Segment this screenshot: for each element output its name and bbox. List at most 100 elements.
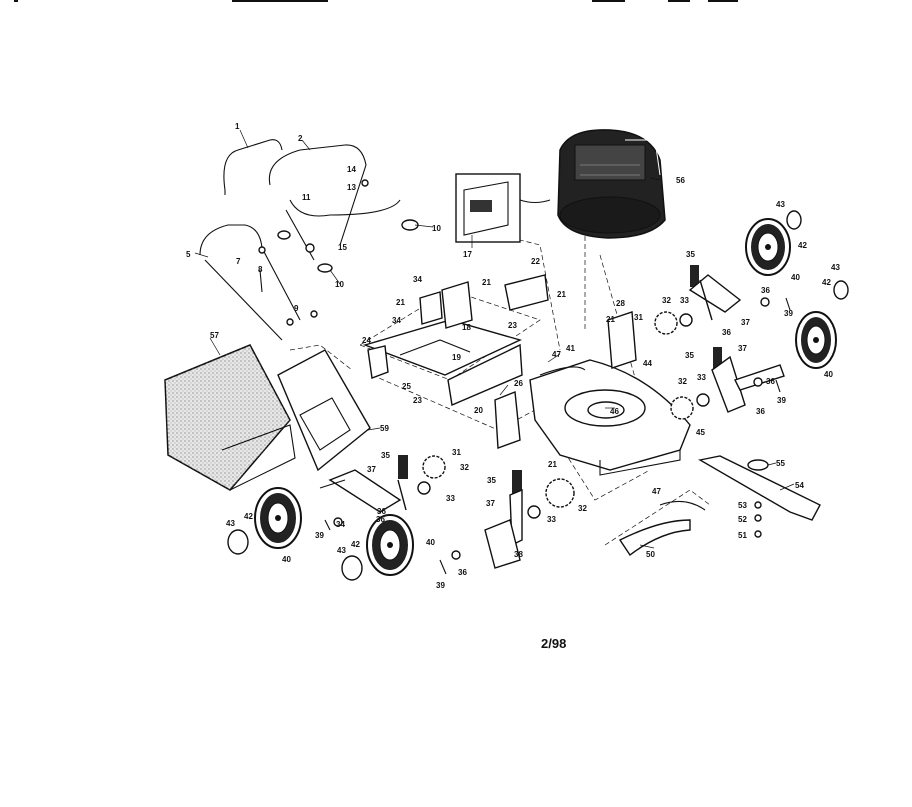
callout-33: 33	[547, 515, 556, 524]
height-brackets	[419, 274, 637, 449]
callout-20: 20	[474, 406, 483, 415]
callout-40: 40	[824, 370, 833, 379]
callout-36: 36	[766, 377, 775, 386]
callout-21: 21	[606, 315, 615, 324]
callout-34: 34	[392, 316, 401, 325]
lower-handle	[199, 224, 301, 341]
callout-43: 43	[226, 519, 235, 528]
callout-21: 21	[548, 460, 557, 469]
callout-42: 42	[351, 540, 360, 549]
callout-40: 40	[282, 555, 291, 564]
wheel-rear-left	[254, 487, 302, 549]
callout-36: 36	[761, 286, 770, 295]
blade	[698, 455, 821, 538]
callout-36: 36	[722, 328, 731, 337]
wheel-front-right-lower	[795, 311, 837, 369]
callout-33: 33	[697, 373, 706, 382]
callout-37: 37	[738, 344, 747, 353]
baffle	[618, 500, 706, 557]
adjuster-gears	[417, 311, 710, 519]
page-number: 2/98	[541, 636, 566, 651]
callout-22: 22	[531, 257, 540, 266]
control-bracket-assembly	[455, 173, 551, 243]
rear-frame	[362, 319, 523, 406]
callout-34: 34	[336, 520, 345, 529]
callout-39: 39	[777, 396, 786, 405]
callout-42: 42	[822, 278, 831, 287]
callout-55: 55	[776, 459, 785, 468]
callout-59: 59	[380, 424, 389, 433]
callout-5: 5	[186, 250, 191, 259]
callout-33: 33	[446, 494, 455, 503]
callout-31: 31	[634, 313, 643, 322]
hubcaps	[227, 210, 849, 581]
callout-24: 24	[362, 336, 371, 345]
grass-bag	[164, 344, 296, 491]
callout-39: 39	[436, 581, 445, 590]
callout-37: 37	[486, 499, 495, 508]
callout-21: 21	[482, 278, 491, 287]
callout-36: 36	[376, 515, 385, 524]
callout-43: 43	[776, 200, 785, 209]
callout-52: 52	[738, 515, 747, 524]
callout-57: 57	[210, 331, 219, 340]
callout-45: 45	[696, 428, 705, 437]
engine	[557, 129, 666, 239]
callout-47: 47	[552, 350, 561, 359]
callout-23: 23	[508, 321, 517, 330]
callout-17: 17	[463, 250, 472, 259]
callout-42: 42	[244, 512, 253, 521]
callout-8: 8	[258, 265, 263, 274]
callout-21: 21	[557, 290, 566, 299]
callout-14: 14	[347, 165, 356, 174]
callout-51: 51	[738, 531, 747, 540]
callout-25: 25	[402, 382, 411, 391]
callout-35: 35	[487, 476, 496, 485]
callout-9: 9	[294, 304, 299, 313]
small-handle-parts	[258, 179, 419, 326]
callout-39: 39	[784, 309, 793, 318]
leader-lines	[194, 129, 795, 549]
axles-bolts	[319, 297, 791, 575]
callout-1: 1	[235, 122, 240, 131]
callout-26: 26	[514, 379, 523, 388]
callout-36: 36	[377, 507, 386, 516]
callout-31: 31	[452, 448, 461, 457]
callout-53: 53	[738, 501, 747, 510]
callout-35: 35	[685, 351, 694, 360]
callout-15: 15	[338, 243, 347, 252]
callout-32: 32	[662, 296, 671, 305]
callout-19: 19	[452, 353, 461, 362]
callout-2: 2	[298, 134, 303, 143]
mower-deck	[529, 359, 691, 476]
callout-37: 37	[367, 465, 376, 474]
control-handle	[268, 144, 401, 261]
callout-32: 32	[460, 463, 469, 472]
callout-13: 13	[347, 183, 356, 192]
callout-23: 23	[413, 396, 422, 405]
callout-42: 42	[798, 241, 807, 250]
callout-32: 32	[578, 504, 587, 513]
callout-35: 35	[686, 250, 695, 259]
callout-10: 10	[432, 224, 441, 233]
callout-40: 40	[426, 538, 435, 547]
callout-28: 28	[616, 299, 625, 308]
callout-33: 33	[680, 296, 689, 305]
callout-43: 43	[337, 546, 346, 555]
callout-43: 43	[831, 263, 840, 272]
callout-40: 40	[791, 273, 800, 282]
height-adjuster-springs	[398, 265, 722, 494]
callout-50: 50	[646, 550, 655, 559]
callout-41: 41	[566, 344, 575, 353]
callout-21: 21	[396, 298, 405, 307]
height-adjuster-arms	[328, 274, 746, 547]
wheel-rear-right	[366, 514, 414, 576]
callout-56: 56	[676, 176, 685, 185]
callout-labels: 1 2 14 13 11 10 15 10 7 5 8 9 17 56 43 4…	[186, 122, 840, 590]
callout-32: 32	[678, 377, 687, 386]
callout-46: 46	[610, 407, 619, 416]
callout-36: 36	[756, 407, 765, 416]
callout-36: 36	[458, 568, 467, 577]
callout-18: 18	[462, 323, 471, 332]
